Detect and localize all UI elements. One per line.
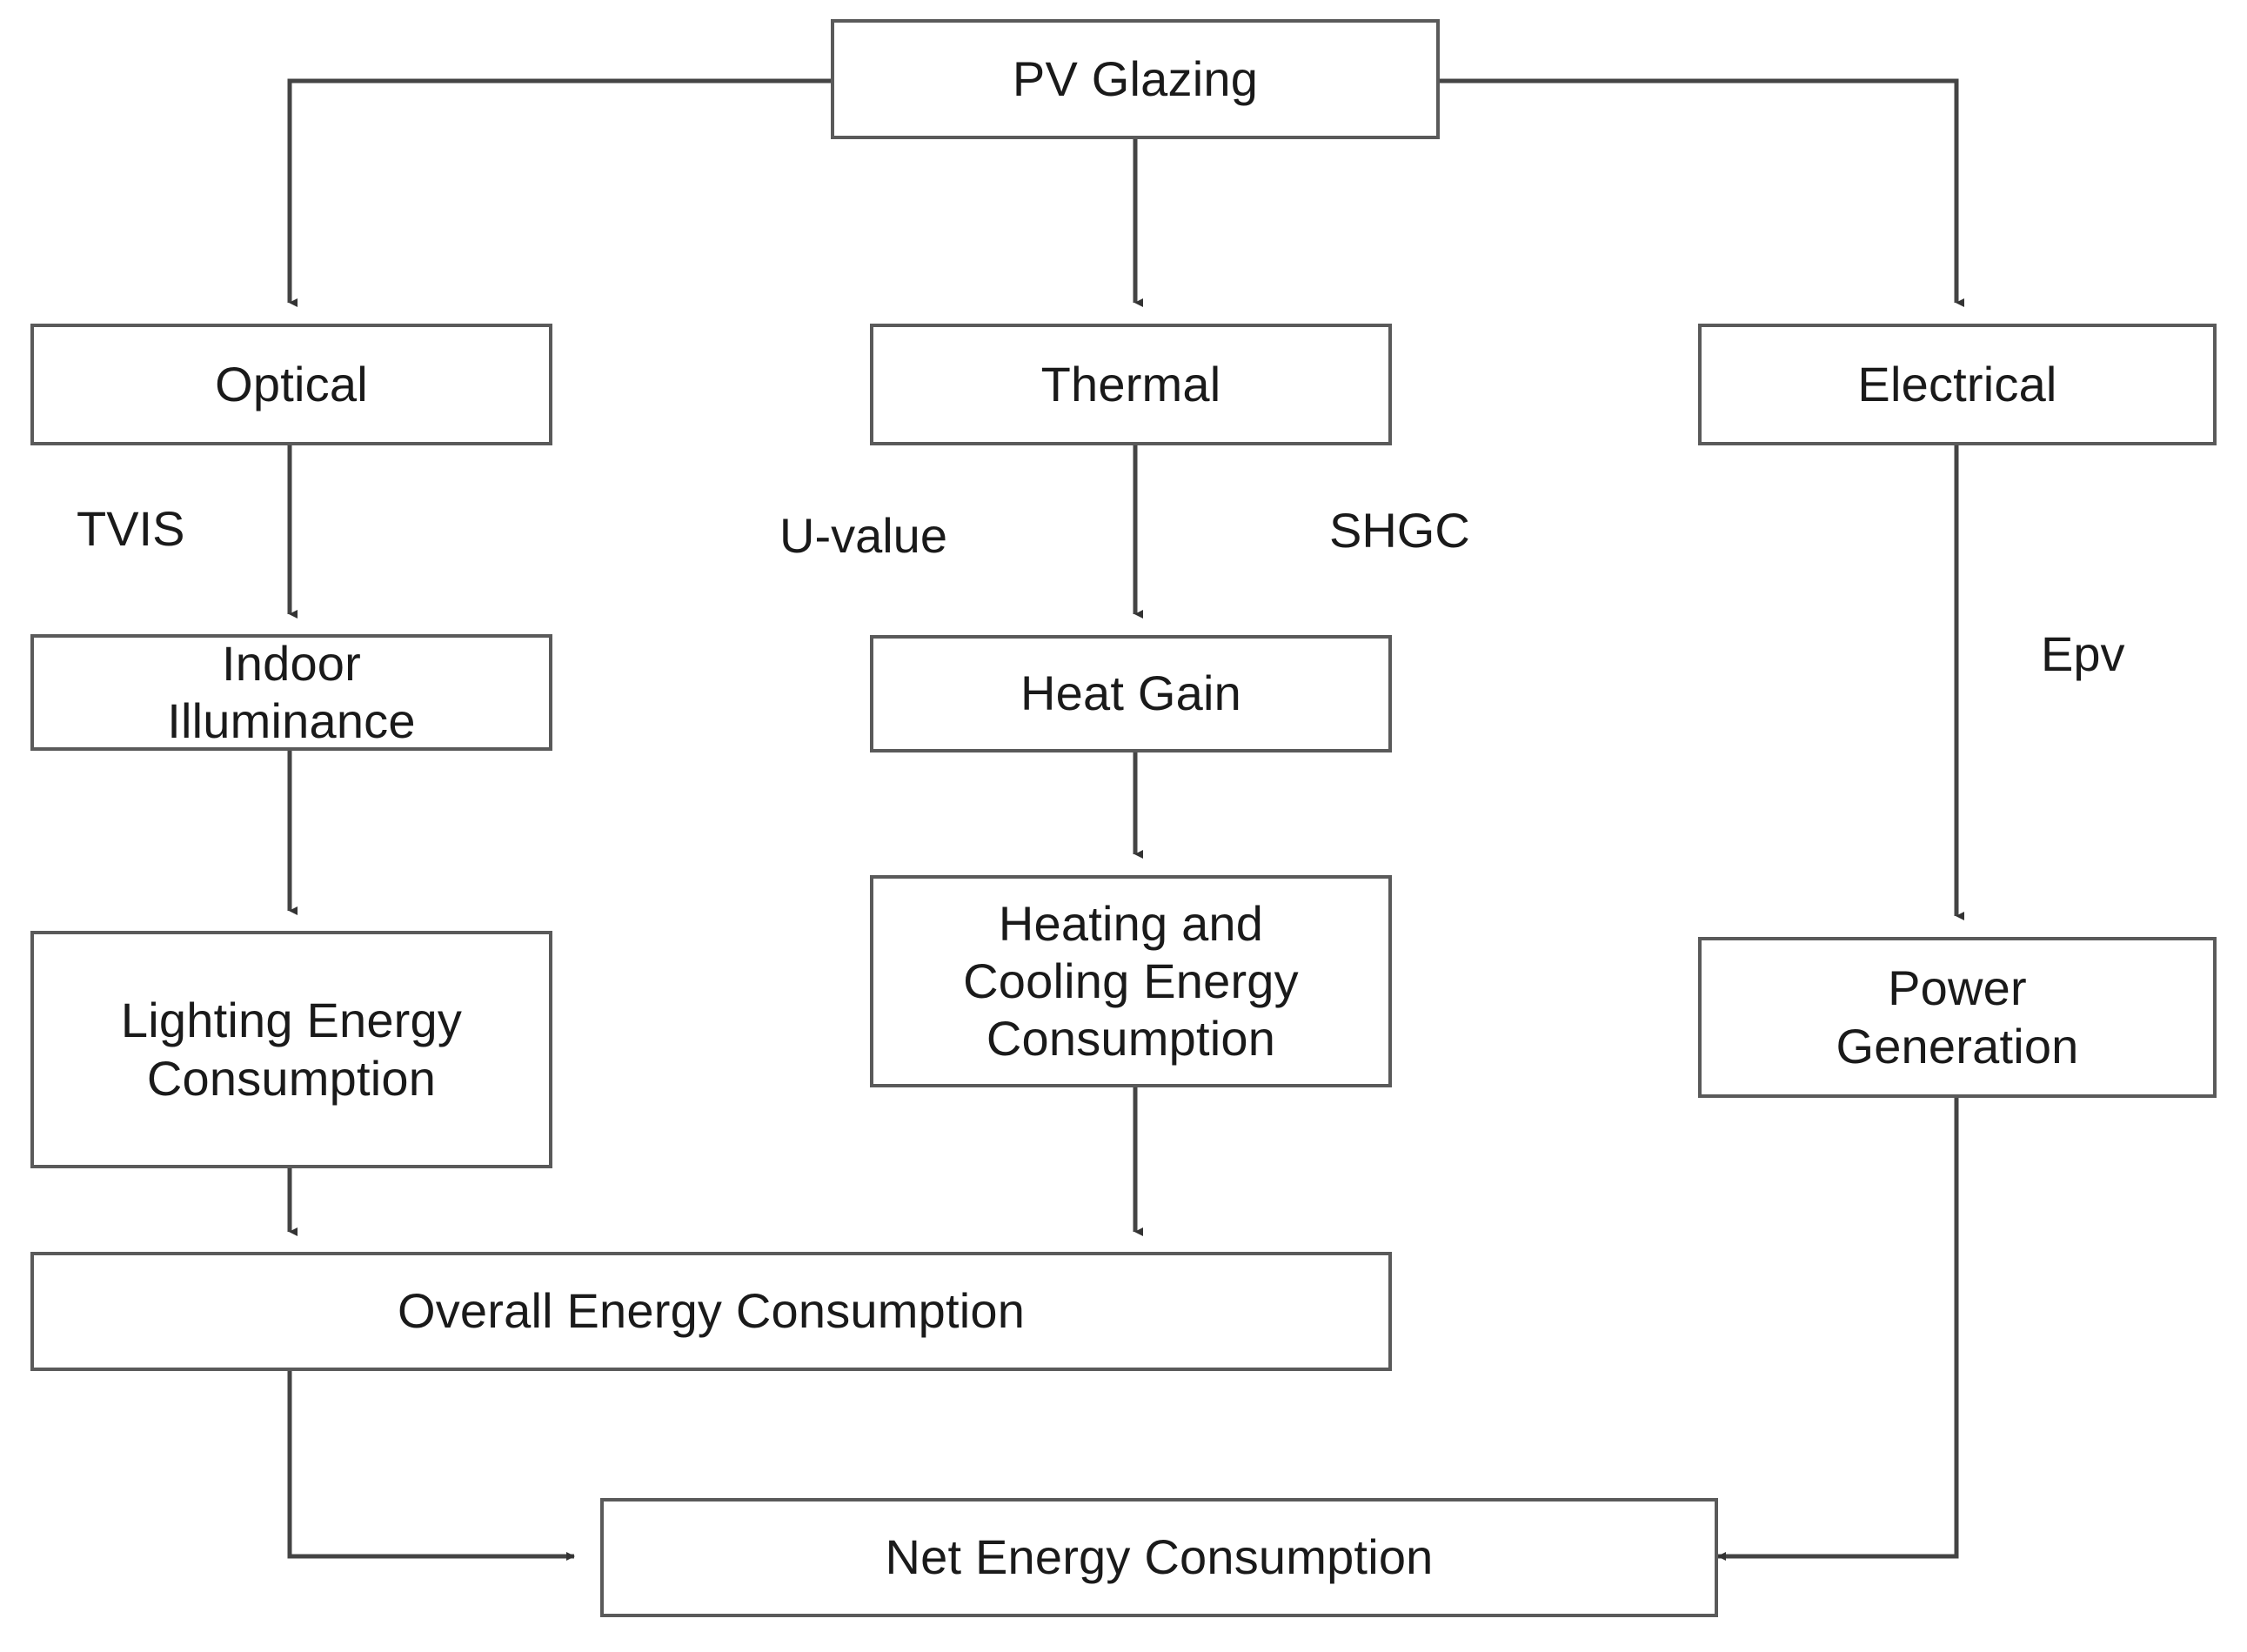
node-net-energy-consumption[interactable]: Net Energy Consumption bbox=[600, 1498, 1718, 1617]
node-heat-gain-label: Heat Gain bbox=[1020, 665, 1241, 721]
node-heating-cooling-line3: Consumption bbox=[986, 1011, 1276, 1067]
node-optical[interactable]: Optical bbox=[30, 324, 552, 445]
node-pv-glazing[interactable]: PV Glazing bbox=[831, 19, 1440, 139]
node-power-generation-line2: Generation bbox=[1836, 1018, 2079, 1073]
node-heat-gain[interactable]: Heat Gain bbox=[870, 635, 1392, 752]
node-electrical[interactable]: Electrical bbox=[1698, 324, 2217, 445]
node-pv-glazing-label: PV Glazing bbox=[1012, 50, 1259, 106]
edge-pv-to-electrical bbox=[1440, 78, 1964, 307]
node-indoor-illuminance-line2: Illuminance bbox=[167, 693, 416, 748]
node-lighting-energy-consumption[interactable]: Lighting Energy Consumption bbox=[30, 931, 552, 1168]
edge-power-generation-to-net-energy bbox=[1717, 1098, 1959, 1561]
edge-label-shgc: SHGC bbox=[1329, 503, 1470, 558]
edge-label-tvis: TVIS bbox=[77, 501, 185, 556]
node-optical-label: Optical bbox=[215, 356, 368, 411]
node-indoor-illuminance-line1: Indoor bbox=[222, 635, 361, 691]
node-heating-cooling-line1: Heating and bbox=[998, 895, 1264, 951]
edge-label-epv: Epv bbox=[2041, 626, 2125, 681]
edge-overall-energy-to-net-energy bbox=[287, 1371, 575, 1561]
node-overall-energy-label: Overall Energy Consumption bbox=[397, 1283, 1026, 1339]
edge-label-u-value: U-value bbox=[779, 508, 947, 563]
node-thermal[interactable]: Thermal bbox=[870, 324, 1392, 445]
node-power-generation[interactable]: Power Generation bbox=[1698, 937, 2217, 1098]
node-net-energy-label: Net Energy Consumption bbox=[885, 1529, 1434, 1585]
node-thermal-label: Thermal bbox=[1040, 356, 1221, 411]
node-electrical-label: Electrical bbox=[1857, 356, 2057, 411]
edge-pv-to-optical bbox=[287, 78, 831, 307]
node-heating-cooling-energy-consumption[interactable]: Heating and Cooling Energy Consumption bbox=[870, 875, 1392, 1087]
node-power-generation-line1: Power bbox=[1888, 960, 2027, 1016]
node-lighting-energy-line1: Lighting Energy bbox=[120, 993, 463, 1048]
node-indoor-illuminance[interactable]: Indoor Illuminance bbox=[30, 634, 552, 751]
node-lighting-energy-line2: Consumption bbox=[146, 1050, 437, 1106]
node-overall-energy-consumption[interactable]: Overall Energy Consumption bbox=[30, 1252, 1392, 1371]
node-heating-cooling-line2: Cooling Energy bbox=[963, 953, 1299, 1008]
